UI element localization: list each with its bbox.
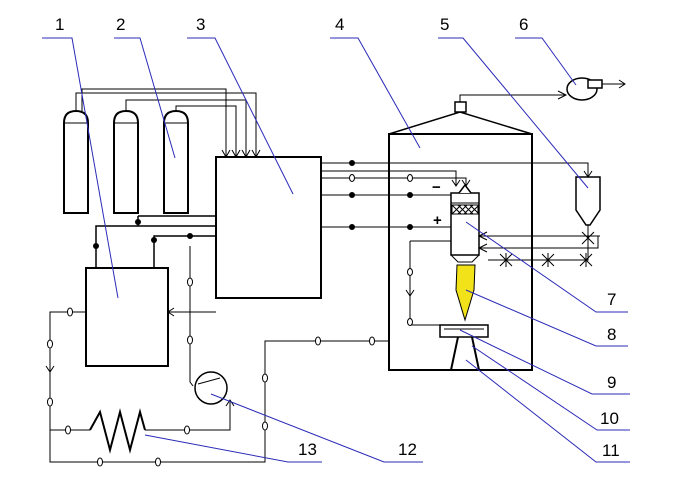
label-3: 3: [196, 15, 205, 34]
label-6: 6: [519, 15, 528, 34]
label-8: 8: [607, 325, 616, 344]
power-supply-connections: [93, 215, 216, 317]
negative-terminal-label: −: [432, 179, 441, 196]
heat-exchanger-coil: [89, 408, 146, 454]
substrate-holder: [439, 324, 489, 371]
gas-cylinder-1: [63, 109, 89, 214]
gas-supply-lines: [75, 88, 261, 159]
label-12: 12: [398, 440, 417, 459]
label-4: 4: [335, 15, 344, 34]
label-2: 2: [116, 15, 125, 34]
label-13: 13: [298, 440, 317, 459]
positive-terminal-label: +: [433, 212, 442, 229]
label-10: 10: [600, 409, 619, 428]
exhaust-blower: [566, 77, 626, 101]
exhaust-line: [459, 90, 568, 102]
control-unit: [215, 156, 322, 299]
label-9: 9: [607, 373, 616, 392]
plasma-flame: [455, 264, 476, 322]
gas-cylinder-2: [113, 109, 139, 214]
label-11: 11: [602, 441, 620, 460]
plasma-torch: [450, 183, 480, 263]
control-lines: [321, 160, 600, 326]
label-5: 5: [440, 15, 449, 34]
label-7: 7: [607, 290, 616, 309]
leader-lines: [42, 37, 630, 463]
gas-cylinder-3: [163, 109, 189, 214]
power-supply-unit: [85, 267, 169, 367]
cooling-water-loop: [45, 307, 389, 467]
label-1: 1: [55, 15, 64, 34]
water-pump: [187, 246, 228, 405]
